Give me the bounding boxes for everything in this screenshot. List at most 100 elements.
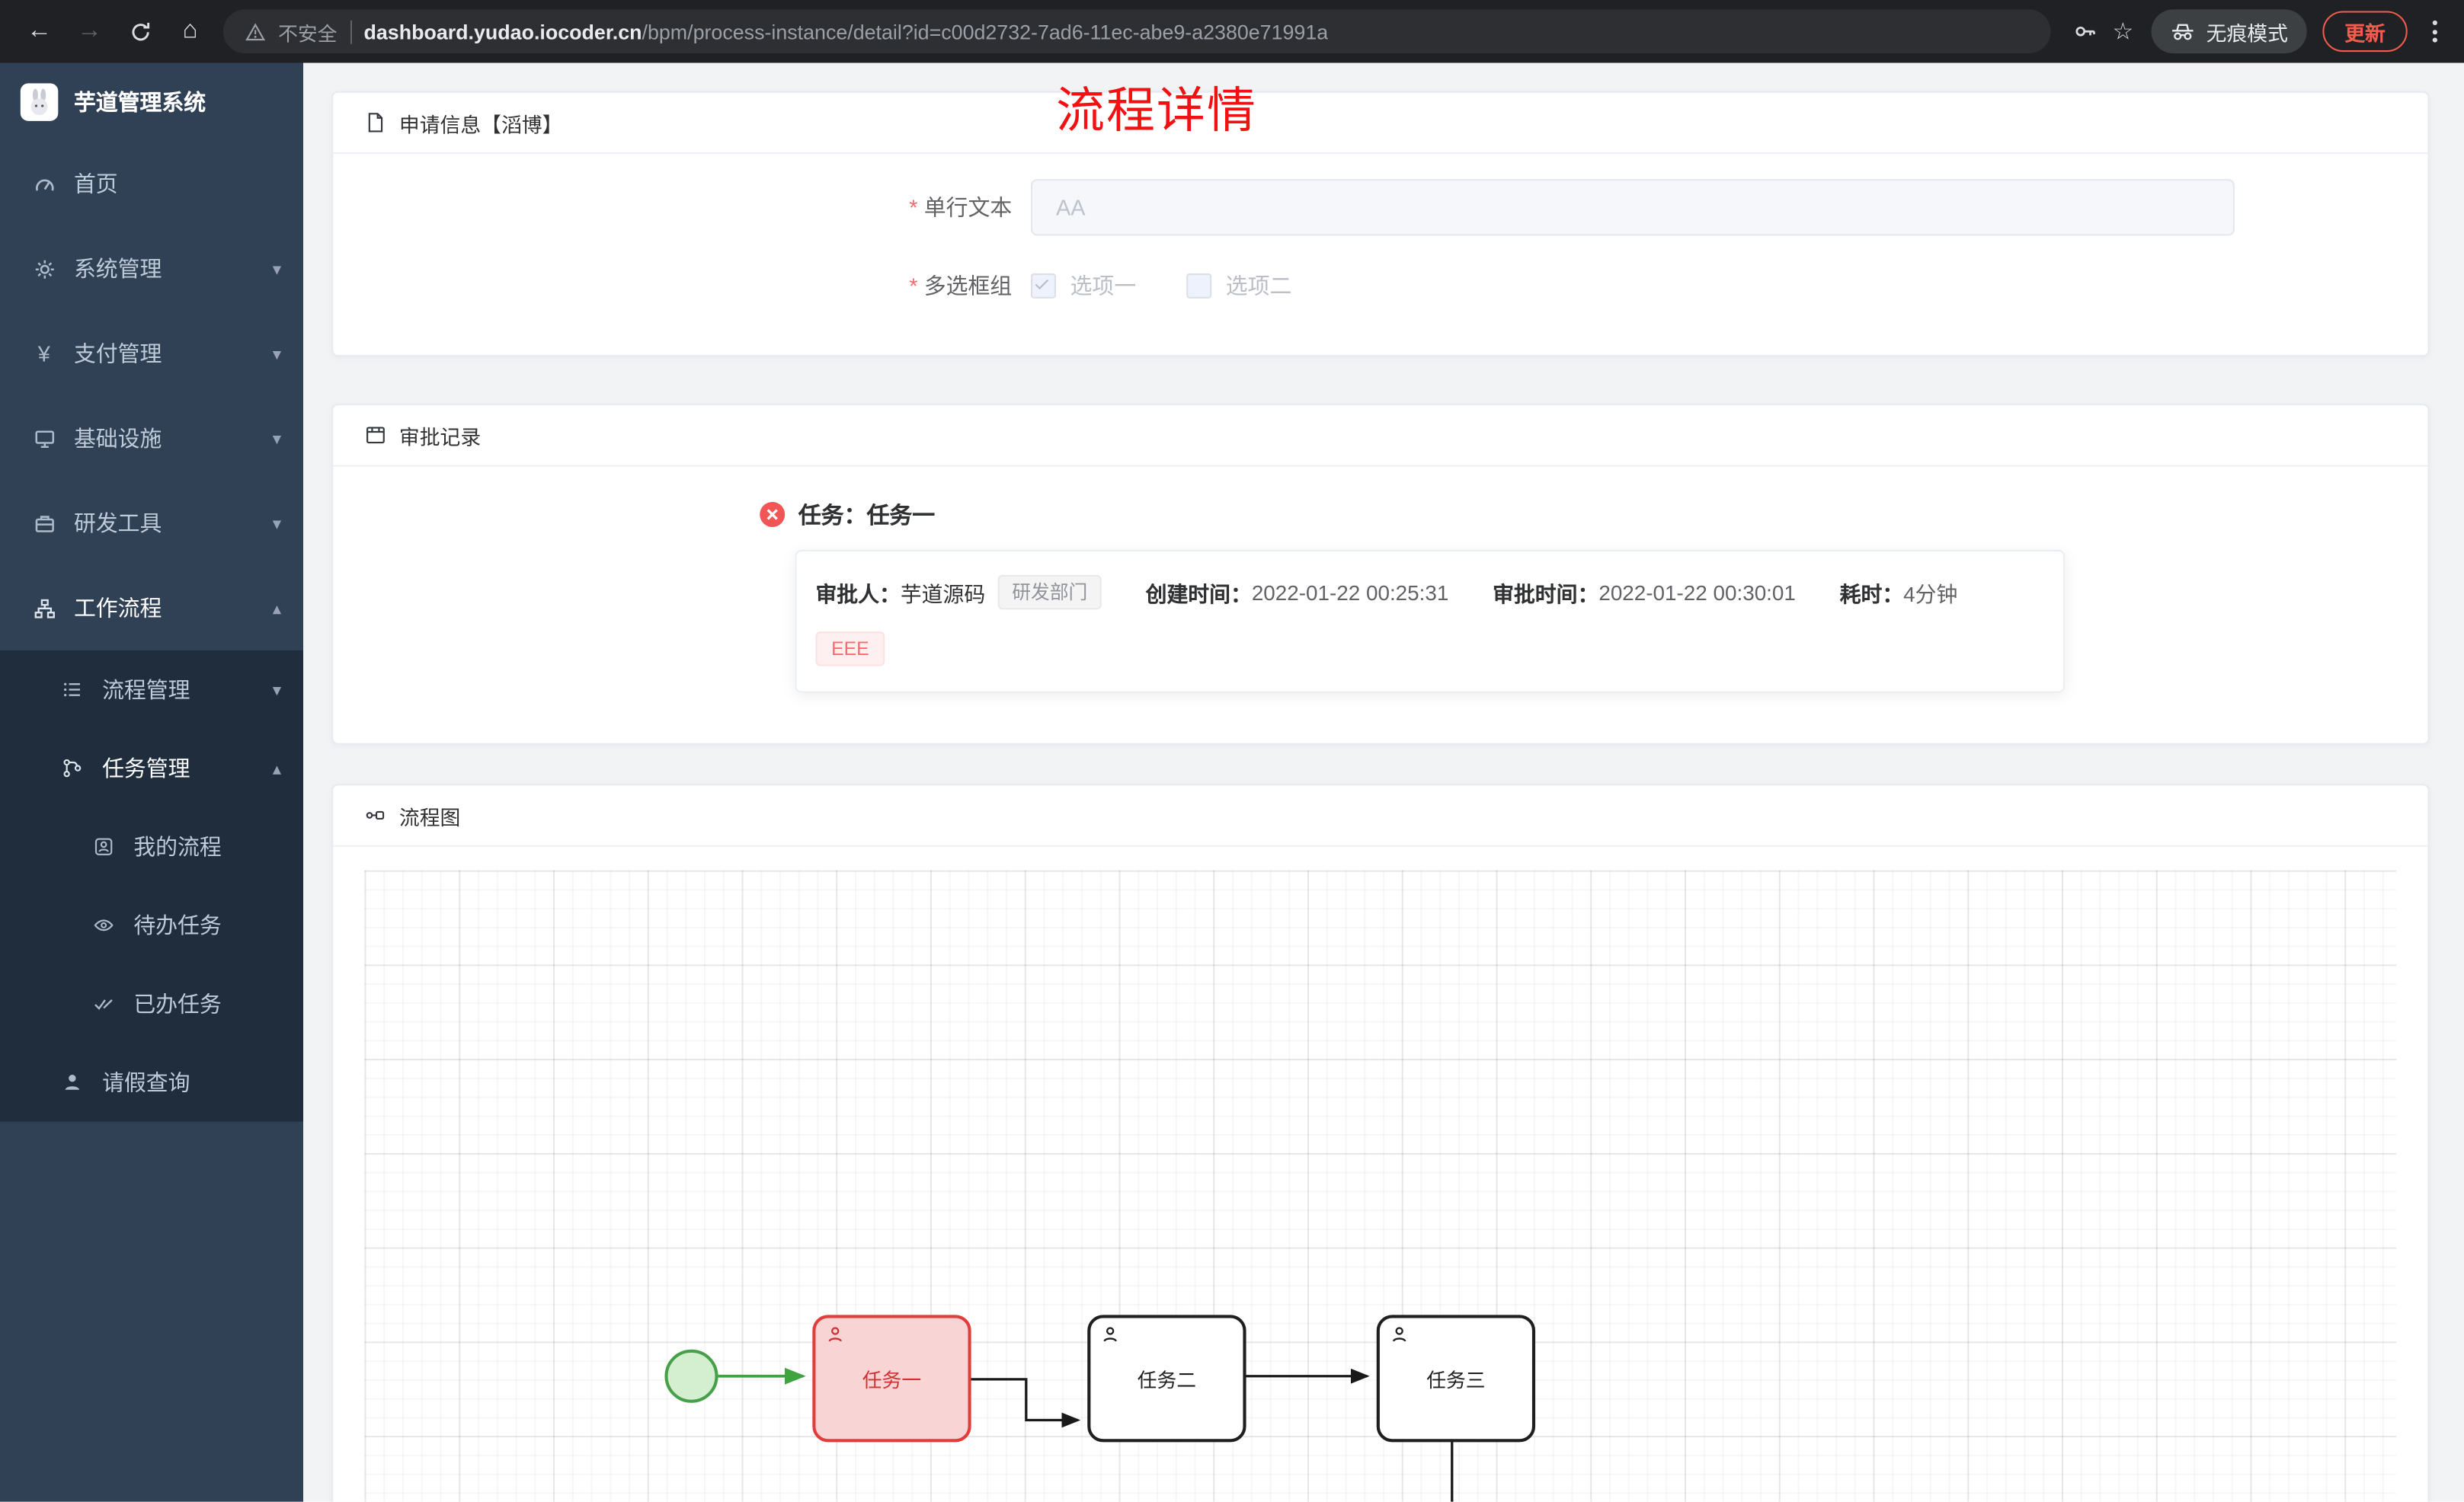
start-event[interactable] bbox=[664, 1349, 718, 1403]
flow-icon bbox=[365, 804, 387, 826]
duration-value: 4分钟 bbox=[1903, 583, 1958, 607]
sidebar-item-todo-tasks[interactable]: 待办任务 bbox=[0, 886, 304, 965]
forward-icon[interactable]: → bbox=[77, 17, 103, 44]
approved-label: 审批时间： bbox=[1493, 583, 1599, 607]
sidebar-item-system-management[interactable]: 系统管理 ▾ bbox=[0, 226, 303, 311]
sidebar-item-workflow[interactable]: 工作流程 ▴ bbox=[0, 566, 303, 650]
rejected-x-icon bbox=[759, 501, 786, 528]
apply-info-card-title: 申请信息【滔博】 bbox=[398, 112, 563, 136]
created-label: 创建时间： bbox=[1145, 583, 1252, 607]
branch-icon bbox=[59, 756, 85, 781]
sidebar-item-home[interactable]: 首页 bbox=[0, 142, 303, 226]
field-label: *多选框组 bbox=[909, 273, 1013, 299]
sidebar-item-label: 工作流程 bbox=[73, 595, 162, 621]
url-host: dashboard.yudao.iocoder.cn bbox=[363, 19, 642, 43]
app-logo[interactable]: 芋道管理系统 bbox=[0, 63, 303, 142]
field-label: *单行文本 bbox=[909, 194, 1013, 220]
document-icon bbox=[365, 111, 387, 133]
approval-record-card-header: 审批记录 bbox=[333, 405, 2428, 467]
url-text: dashboard.yudao.iocoder.cn/bpm/process-i… bbox=[364, 20, 1329, 43]
sidebar-item-label: 研发工具 bbox=[73, 510, 162, 536]
sidebar-item-label: 系统管理 bbox=[73, 256, 162, 282]
sidebar-item-my-processes[interactable]: 我的流程 bbox=[0, 807, 304, 887]
chrome-update-button[interactable]: 更新 bbox=[2322, 11, 2408, 53]
timeline-node: 任务：任务一 bbox=[759, 498, 2427, 531]
bookmark-star-icon[interactable]: ☆ bbox=[2112, 18, 2134, 46]
omnibox-divider bbox=[349, 19, 352, 43]
sidebar-item-label: 首页 bbox=[73, 171, 118, 197]
list-icon bbox=[59, 677, 85, 702]
sidebar-item-label: 任务管理 bbox=[102, 756, 190, 781]
sidebar-item-leave-query[interactable]: 请假查询 bbox=[0, 1043, 304, 1122]
sidebar-item-process-management[interactable]: 流程管理 ▾ bbox=[0, 650, 304, 729]
page-title: 流程详情 bbox=[1056, 83, 1257, 139]
flow-task1-to-task2 bbox=[966, 1378, 1081, 1428]
sidebar-menu: 首页 系统管理 ▾ ¥ 支付管理 ▾ bbox=[0, 142, 304, 1122]
browser-chrome: ← → ⌂ 不安全 dashboard.yudao.iocoder.cn/bpm… bbox=[0, 0, 2464, 63]
approval-record-card: 审批记录 任务：任务一 审批人：芋道源码 研发部门 创建时间：2022-01-2… bbox=[331, 404, 2430, 745]
back-icon[interactable]: ← bbox=[27, 17, 53, 44]
sidebar-item-label: 支付管理 bbox=[73, 340, 162, 366]
task-node-3[interactable]: 任务三 bbox=[1376, 1315, 1536, 1443]
task-node-2[interactable]: 任务二 bbox=[1087, 1315, 1246, 1443]
apply-form: *单行文本 *多选框组 选项一 选项二 bbox=[333, 154, 2427, 302]
sidebar-item-payment-management[interactable]: ¥ 支付管理 ▾ bbox=[0, 311, 303, 395]
approval-record-card-title: 审批记录 bbox=[398, 424, 482, 449]
flow-diagram-card-title: 流程图 bbox=[398, 805, 461, 829]
approval-detail-line: 审批人：芋道源码 研发部门 创建时间：2022-01-22 00:25:31 审… bbox=[815, 574, 2044, 610]
sidebar-item-dev-tools[interactable]: 研发工具 ▾ bbox=[0, 481, 303, 565]
task-node-label: 任务二 bbox=[1137, 1369, 1197, 1392]
task-node-label: 任务三 bbox=[1426, 1369, 1486, 1392]
main-content: 流程详情 申请信息【滔博】 *单行文本 *多选框组 bbox=[303, 62, 2464, 1502]
created-time: 2022-01-22 00:25:31 bbox=[1251, 580, 1449, 605]
address-bar[interactable]: 不安全 dashboard.yudao.iocoder.cn/bpm/proce… bbox=[222, 9, 2051, 54]
sidebar-item-infrastructure[interactable]: 基础设施 ▾ bbox=[0, 396, 303, 481]
url-path: /bpm/process-instance/detail?id=c00d2732… bbox=[642, 19, 1329, 43]
comment-tag: EEE bbox=[815, 631, 885, 666]
sidebar-item-label: 我的流程 bbox=[133, 834, 222, 860]
approver-name: 芋道源码 bbox=[900, 583, 986, 607]
single-line-text-input bbox=[1031, 179, 2235, 236]
department-tag: 研发部门 bbox=[997, 574, 1102, 610]
duration-label: 耗时： bbox=[1839, 583, 1904, 607]
eye-icon bbox=[91, 912, 117, 938]
chevron-up-icon: ▴ bbox=[272, 759, 282, 778]
sidebar-item-done-tasks[interactable]: 已办任务 bbox=[0, 964, 304, 1043]
checkbox-option-1: 选项一 bbox=[1031, 270, 1136, 302]
task-node-1[interactable]: 任务一 bbox=[812, 1315, 971, 1443]
flow-diagram-card: 流程图 bbox=[331, 784, 2430, 1502]
sidebar-item-label: 基础设施 bbox=[73, 425, 162, 451]
profile-card-icon bbox=[91, 834, 117, 859]
approver-label: 审批人： bbox=[815, 583, 901, 607]
checkbox-unchecked-icon bbox=[1186, 273, 1212, 299]
sidebar-item-label: 请假查询 bbox=[102, 1069, 190, 1095]
flow-diagram-card-header: 流程图 bbox=[333, 785, 2428, 847]
sidebar-item-label: 已办任务 bbox=[133, 991, 222, 1017]
browser-nav-buttons: ← → ⌂ bbox=[19, 11, 211, 52]
security-warning-icon bbox=[245, 21, 266, 42]
monitor-icon bbox=[31, 426, 56, 451]
form-row-checkbox-group: *多选框组 选项一 选项二 bbox=[333, 270, 2427, 302]
sidebar-item-task-management[interactable]: 任务管理 ▴ bbox=[0, 729, 304, 808]
record-icon bbox=[365, 424, 387, 446]
bpmn-canvas[interactable]: 任务一 任务二 任务三 bbox=[364, 870, 2397, 1502]
diagram-connectors bbox=[664, 1349, 1454, 1502]
security-label: 不安全 bbox=[278, 22, 338, 45]
approved-time: 2022-01-22 00:30:01 bbox=[1598, 580, 1796, 605]
apply-info-card: 申请信息【滔博】 *单行文本 *多选框组 选项一 bbox=[331, 91, 2430, 357]
incognito-badge: 无痕模式 bbox=[2151, 9, 2307, 54]
reload-icon[interactable] bbox=[120, 11, 161, 52]
dashboard-icon bbox=[31, 171, 56, 197]
browser-menu-icon[interactable] bbox=[2420, 11, 2448, 52]
user-task-icon bbox=[1389, 1325, 1410, 1350]
diagram-body: 任务一 任务二 任务三 bbox=[333, 847, 2427, 1502]
home-icon[interactable]: ⌂ bbox=[182, 17, 198, 44]
chevron-up-icon: ▴ bbox=[272, 599, 282, 618]
workflow-icon bbox=[31, 596, 56, 621]
app-logo-image bbox=[20, 83, 59, 121]
password-key-icon[interactable] bbox=[2066, 11, 2104, 52]
checkbox-group: 选项一 选项二 bbox=[1031, 270, 1291, 302]
task-title: 任务：任务一 bbox=[798, 504, 936, 530]
person-icon bbox=[59, 1070, 85, 1095]
